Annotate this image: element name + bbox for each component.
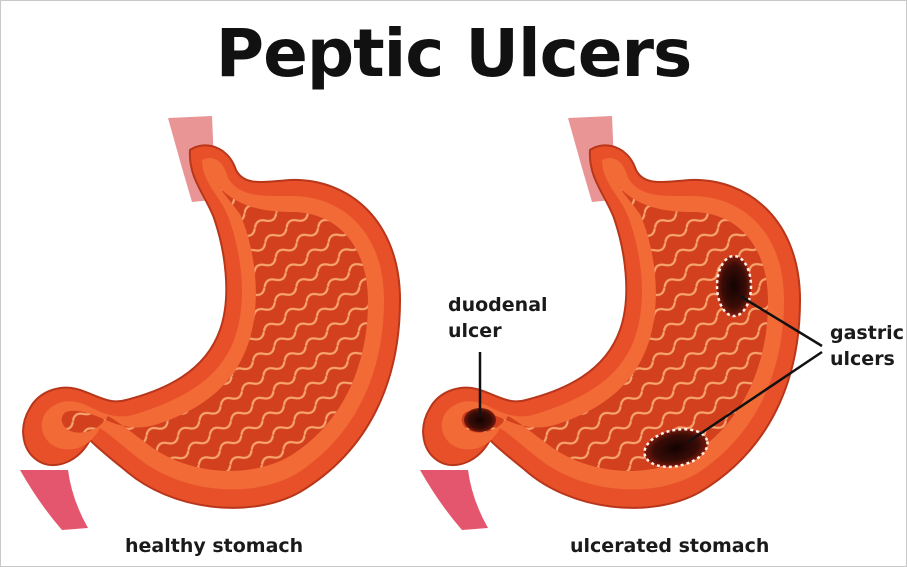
gastric-ulcers-label: gastric ulcers <box>830 320 904 372</box>
healthy-stomach <box>20 116 400 530</box>
healthy-stomach-caption: healthy stomach <box>125 534 303 558</box>
gastric-ulcer-upper <box>717 256 751 316</box>
gastric-label-line2: ulcers <box>830 346 904 372</box>
gastric-label-line1: gastric <box>830 320 904 346</box>
duodenal-ulcer-label: duodenal ulcer <box>448 292 548 344</box>
duodenum <box>20 470 88 530</box>
duodenal-label-line1: duodenal <box>448 292 548 318</box>
duodenum <box>420 470 488 530</box>
duodenal-label-line2: ulcer <box>448 318 548 344</box>
ulcerated-stomach-caption: ulcerated stomach <box>570 534 769 558</box>
